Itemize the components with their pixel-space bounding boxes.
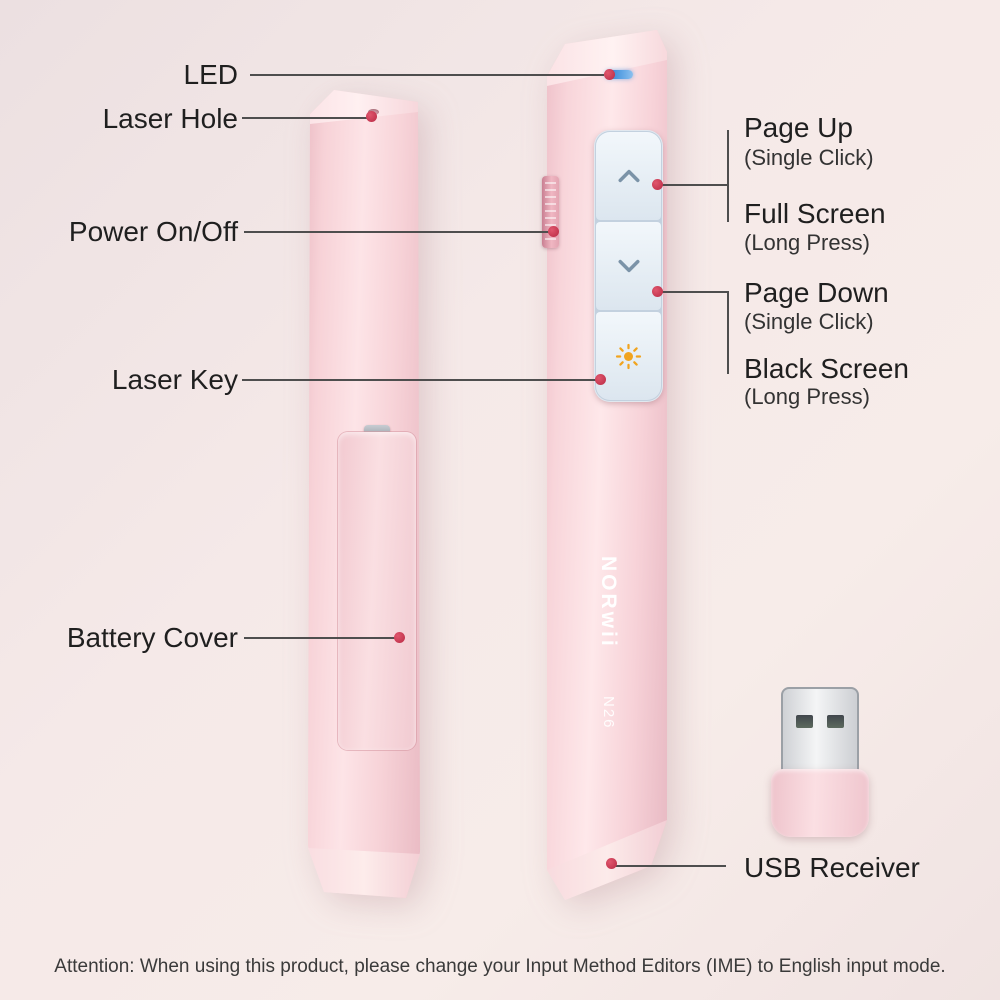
usb-plug: [781, 687, 859, 773]
power-switch: [542, 176, 559, 248]
callout-bracket-pagedown-blackscreen: [727, 291, 729, 374]
callout-dot-battery: [394, 632, 405, 643]
presenter-front-view: NORwii N26: [542, 28, 669, 902]
label-full-screen: Full Screen: [744, 198, 886, 229]
model-text: N26: [600, 696, 617, 730]
label-led: LED: [183, 59, 238, 90]
label-page-up-sub: (Single Click): [744, 145, 874, 170]
usb-plug-slot: [827, 715, 844, 728]
chevron-down-icon: [618, 259, 639, 273]
led-indicator: [605, 70, 633, 79]
battery-cover: [338, 432, 416, 750]
callout-line-pagedown: [662, 291, 729, 293]
presenter-back-view: [306, 84, 422, 906]
callout-line-pageup: [662, 184, 729, 186]
callout-bracket-pageup-fullscreen: [727, 130, 729, 222]
presenter-back-bottom-face: [308, 848, 420, 898]
label-laser-key: Laser Key: [111, 364, 238, 395]
callout-line-led: [250, 74, 604, 76]
laser-sun-icon: [615, 343, 642, 369]
callout-dot-pagedown: [652, 286, 663, 297]
callout-dot-laser-hole: [366, 111, 377, 122]
callout-line-laser-key: [242, 379, 600, 381]
brand-text: NORwii: [597, 556, 620, 649]
callout-dot-pageup: [652, 179, 663, 190]
callout-line-usb: [614, 865, 726, 867]
callout-dot-power: [548, 226, 559, 237]
label-usb-receiver: USB Receiver: [744, 852, 920, 883]
page-up-button: [596, 132, 661, 220]
page-down-button: [596, 222, 661, 310]
label-page-down-sub: (Single Click): [744, 309, 874, 334]
callout-line-laser-hole: [242, 117, 370, 119]
callout-line-power: [244, 231, 552, 233]
usb-plug-slot: [796, 715, 813, 728]
attention-note: Attention: When using this product, plea…: [54, 956, 946, 977]
power-switch-ridges: [545, 182, 556, 242]
callout-dot-usb: [606, 858, 617, 869]
laser-button: [596, 312, 661, 400]
callout-dot-laser-key: [595, 374, 606, 385]
label-page-up: Page Up: [744, 112, 853, 143]
label-page-down: Page Down: [744, 277, 889, 308]
label-black-screen: Black Screen: [744, 353, 909, 384]
label-full-screen-sub: (Long Press): [744, 230, 870, 255]
callout-dot-led: [604, 69, 615, 80]
chevron-up-icon: [618, 169, 639, 183]
label-power: Power On/Off: [68, 216, 238, 247]
label-laser-hole: Laser Hole: [102, 103, 238, 134]
button-panel: [594, 130, 663, 402]
usb-receiver-body: [771, 769, 869, 837]
callout-line-battery: [244, 637, 398, 639]
label-black-screen-sub: (Long Press): [744, 384, 870, 409]
usb-receiver: [765, 685, 875, 840]
label-battery-cover: Battery Cover: [66, 622, 238, 653]
